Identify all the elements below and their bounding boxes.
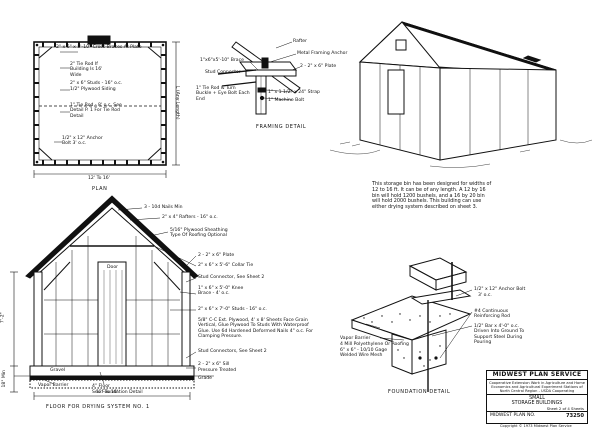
plan-note-tie-rod-detail: 1" Tie Rod - 8' o.c. See Detail P. 1 For… (70, 103, 122, 119)
section-width-label: 12' To 16' (96, 390, 118, 395)
building-section (10, 195, 214, 400)
section-note-knee-brace: 1" x 6" x 5'-0" Knee Brace - 4' o.c. (198, 286, 244, 297)
section-note-rafters: 2" x 4" Rafters - 16" o.c. (162, 215, 218, 220)
foundation-gravel-texture (363, 313, 451, 367)
framing-strap (257, 87, 266, 93)
framing-note-rafter: Rafter (293, 39, 307, 44)
perspective-roof-hatch (522, 55, 542, 63)
framing-note-plate: 2 - 2" x 6" Plate (300, 64, 337, 69)
section-note-pressure-treated: Pressure Treated (198, 368, 237, 373)
section-door-label: Door (107, 265, 119, 270)
title-block-plan-no: 73250 (565, 413, 584, 420)
section-knee-brace-right (153, 261, 181, 291)
title-block-sheet: Sheet 2 of 4 Sheets (487, 406, 587, 413)
foundation-caption: FOUNDATION DETAIL (388, 389, 451, 395)
section-note-stud-connectors: Stud Connectors, See Sheet 2 (198, 349, 267, 354)
title-block-plan-number: MIDWEST PLAN NO. 73250 (487, 412, 587, 420)
foundation-note-spacing: 3' o.c. (478, 293, 492, 298)
framing-note-anchor: Metal Framing Anchor (297, 51, 348, 56)
plan-view (33, 35, 180, 178)
foundation-note-support-bar: 1/2" Bar x 4'-0" o.c. Driven Into Ground… (474, 324, 525, 346)
title-block-copyright: Copyright © 1973 Midwest Plan Service (500, 424, 572, 428)
framing-note-strap: 1" x 1 1/2" x 24" Strap (268, 90, 320, 95)
foundation-rebar (418, 356, 438, 360)
section-gravel-label: Gravel (50, 368, 66, 373)
plan-door-opening (87, 35, 111, 45)
plan-inner-wall (38, 46, 162, 161)
section-note-plate: 2 - 2" x 6" Plate (198, 253, 235, 258)
framing-note-stud-connector: Stud Connector (205, 70, 241, 75)
plan-note-plywood-siding: 1/2" Plywood Siding (70, 87, 116, 92)
plan-note-studs: 2" x 6" Studs - 16" o.c. (70, 81, 123, 86)
section-note-sill: 2 - 2" x 6" Sill (198, 362, 230, 367)
section-vapor-barrier (29, 375, 195, 381)
section-right-wall (181, 271, 191, 369)
building-perspective (329, 21, 593, 168)
plan-note-anchor-bolt: 1/2" x 12" Anchor Bolt 3' o.c. (62, 136, 103, 147)
foundation-note-rebar: #4 Continuous Reinforcing Rod (474, 309, 511, 320)
description-text: This storage bin has been designed for w… (372, 181, 492, 211)
section-caption: FLOOR FOR DRYING SYSTEM NO. 1 (46, 404, 150, 410)
framing-machine-bolt (259, 95, 265, 101)
framing-brace (217, 69, 257, 75)
section-note-collar-tie: 2" x 6" x 5'-6" Collar Tie (198, 263, 254, 268)
foundation-slab-edge (410, 289, 472, 305)
section-note-studs: 2" x 6" x 7'-0" Studs - 16" o.c. (198, 307, 267, 312)
section-note-vapor-barrier: Vapor Barrier (38, 383, 69, 388)
section-left-wall (33, 271, 43, 369)
foundation-note-anchor-bolt: 1/2" x 12" Anchor Bolt (474, 287, 526, 292)
foundation-note-wire-mesh: 6" x 6" - 10/10 Gage Welded Wire Mesh (340, 348, 388, 359)
section-gravel (29, 379, 195, 389)
framing-anchor (261, 57, 269, 69)
foundation-detail (350, 257, 473, 392)
section-door (97, 261, 127, 367)
plan-length-label: L (Any Length) (174, 85, 180, 120)
framing-detail (217, 41, 301, 115)
section-note-stud-connector: Stud Connector, See Sheet 2 (198, 275, 265, 280)
section-note-sheathing: 5/16" Plywood Sheathing Type Of Roofing … (170, 228, 228, 239)
section-studs (44, 236, 180, 366)
perspective-vent (395, 39, 407, 51)
perspective-ground (329, 139, 593, 168)
framing-note-machine-bolt: 1" Machine Bolt (268, 98, 305, 103)
section-note-see-foundation: See Foundation Detail (92, 390, 143, 395)
section-note-grade: Grade (198, 376, 213, 381)
title-block-org: MIDWEST PLAN SERVICE (487, 371, 587, 380)
plan-cross-brace (38, 46, 53, 59)
framing-caption: FRAMING DETAIL (256, 124, 307, 130)
foundation-note-vapor-barrier: Vapor Barrier (340, 336, 371, 341)
section-floor-height-label: 18" Min (2, 369, 8, 388)
perspective-door (387, 69, 405, 115)
title-block-title2: STORAGE BUILDINGS (511, 401, 563, 407)
section-note-nails: 3 - 10d Nails Min (144, 205, 183, 210)
framing-note-tie-rod: 1" Tie Rod & Turn Buckle + Eye Bolt Each… (196, 86, 250, 102)
section-roof-sheathing (25, 195, 199, 279)
title-block-sub: Cooperative Extension Work in Agricultur… (487, 380, 587, 395)
section-height-label: 7'-2" (0, 312, 6, 324)
framing-tie-rod (221, 81, 257, 87)
title-block: MIDWEST PLAN SERVICE Cooperative Extensi… (486, 370, 588, 424)
title-block-title1: SMALL (529, 395, 545, 401)
section-note-floor: 4" Floor (92, 384, 110, 389)
plan-caption: PLAN (92, 186, 108, 192)
perspective-side-wall (439, 67, 557, 161)
framing-note-brace: 1"x6"x5'-10" Brace (200, 58, 244, 63)
plan-width-label: 12' To 16' (88, 176, 110, 181)
section-knee-brace-left (43, 261, 71, 291)
plan-anchor-bolts (35, 43, 165, 164)
foundation-note-polyethylene: 4 Mill Polyethylene Or Roofing (340, 342, 409, 347)
plan-note-tie-rod-wide: 2" Tie Rod If Building Is 16' Wide (70, 62, 103, 78)
section-note-plywood: 5/8" C-C Ext. Plywood, 4' x 8' Sheets Fa… (198, 318, 314, 340)
title-block-plan-no-label: MIDWEST PLAN NO. (490, 413, 536, 419)
plan-note-cross-braces: 2" x 6" x 5'-10" Cross-Braces At Plate (56, 45, 142, 50)
